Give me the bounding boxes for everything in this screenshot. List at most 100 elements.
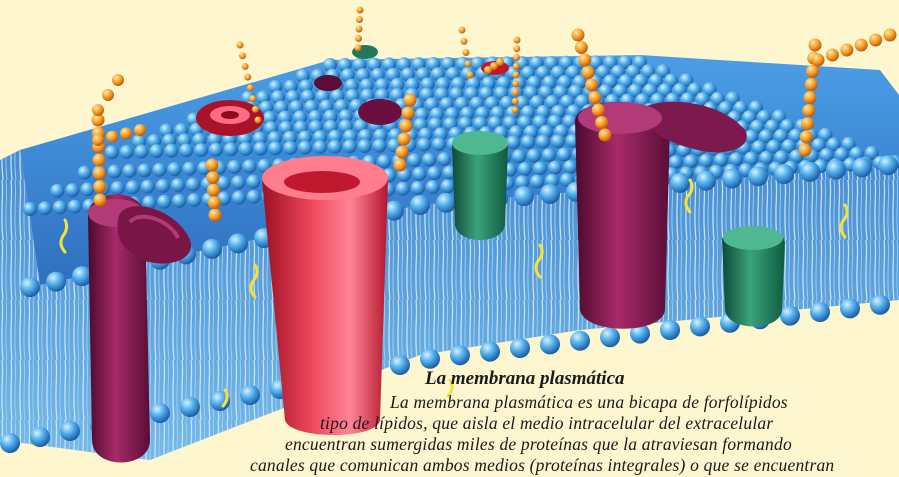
lipid-head — [194, 143, 208, 157]
sugar-unit — [252, 106, 259, 113]
lipid-head — [328, 140, 342, 154]
lipid-head — [396, 182, 410, 196]
lipid-head — [50, 184, 64, 198]
sugar-unit — [255, 117, 262, 124]
lipid-head — [242, 159, 256, 173]
sugar-unit — [249, 95, 256, 102]
caption-block: La membrana plasmática La membrana plasm… — [250, 368, 899, 477]
sugar-unit — [94, 194, 107, 207]
sugar-unit — [512, 80, 519, 87]
lipid-head — [105, 145, 119, 159]
lipid-head — [150, 403, 170, 423]
lipid-head — [80, 182, 94, 196]
lipid-head — [253, 142, 267, 156]
lipid-head — [65, 183, 79, 197]
lipid-head — [800, 162, 820, 182]
lipid-head — [60, 421, 80, 441]
lipid-head — [126, 180, 140, 194]
sugar-unit — [799, 144, 812, 157]
lipid-head — [514, 186, 534, 206]
lipid-head — [186, 178, 200, 192]
lipid-head — [224, 142, 238, 156]
lipid-head — [774, 164, 794, 184]
lipid-head — [46, 272, 66, 292]
lipid-head — [480, 342, 500, 362]
lipid-head — [231, 175, 245, 189]
lipid-head — [30, 427, 50, 447]
lipid-head — [313, 140, 327, 154]
sugar-unit — [513, 63, 520, 70]
sugar-unit — [355, 45, 362, 52]
sugar-unit — [102, 89, 114, 101]
sugar-unit — [800, 130, 813, 143]
sugar-unit — [459, 27, 466, 34]
lipid-head — [551, 134, 565, 148]
lipid-head — [167, 162, 181, 176]
sugar-unit — [237, 42, 244, 49]
sugar-unit — [884, 29, 897, 42]
sugar-unit — [206, 159, 219, 172]
sugar-unit — [575, 41, 588, 54]
sugar-unit — [206, 171, 219, 184]
sugar-unit — [134, 124, 146, 136]
lipid-head — [187, 193, 201, 207]
lipid-head — [202, 239, 222, 259]
lipid-head — [530, 174, 544, 188]
lipid-head — [426, 180, 440, 194]
lipid-head — [722, 168, 742, 188]
lipid-head — [343, 139, 357, 153]
lipid-head — [518, 162, 532, 176]
lipid-head — [246, 175, 260, 189]
sugar-unit — [599, 129, 612, 142]
lipid-head — [358, 139, 372, 153]
lipid-head — [870, 295, 890, 315]
sugar-unit — [92, 134, 104, 146]
lipid-head — [696, 171, 716, 191]
lipid-head — [527, 149, 541, 163]
sugar-unit — [512, 107, 519, 114]
lipid-head — [372, 139, 386, 153]
sugar-unit — [812, 54, 825, 67]
lipid-head — [684, 154, 698, 168]
sugar-unit — [394, 159, 407, 172]
lipid-head — [540, 334, 560, 354]
lipid-head — [182, 162, 196, 176]
lipid-head — [38, 201, 52, 215]
lipid-head — [377, 154, 391, 168]
lipid-head — [690, 316, 710, 336]
sugar-unit — [93, 154, 106, 167]
sugar-unit — [588, 91, 601, 104]
lipid-head — [108, 165, 122, 179]
lipid-head — [172, 194, 186, 208]
caption-line-2: tipo de lípidos, que aisla el medio intr… — [320, 413, 773, 434]
lipid-head — [540, 184, 560, 204]
sugar-unit — [869, 34, 882, 47]
lipid-head — [412, 167, 426, 181]
lipid-head — [810, 302, 830, 322]
lipid-head — [137, 163, 151, 177]
lipid-head — [670, 173, 690, 193]
sugar-unit — [356, 26, 363, 33]
caption-line-4: canales que comunican ambos medios (prot… — [250, 455, 834, 476]
lipid-head — [536, 135, 550, 149]
sugar-unit — [513, 54, 520, 61]
lipid-head — [748, 166, 768, 186]
lipid-head — [557, 148, 571, 162]
lipid-head — [600, 327, 620, 347]
lipid-head — [239, 142, 253, 156]
lipid-head — [420, 349, 440, 369]
sugar-unit — [404, 94, 417, 107]
lipid-head — [510, 338, 530, 358]
sugar-unit — [209, 209, 222, 222]
lipid-head — [542, 148, 556, 162]
sugar-unit — [398, 133, 411, 146]
lipid-head — [53, 200, 67, 214]
lipid-head — [179, 143, 193, 157]
sugar-unit — [809, 39, 822, 52]
lipid-head — [164, 144, 178, 158]
lipid-head — [878, 155, 898, 175]
sugar-unit — [840, 44, 853, 57]
lipid-head — [0, 433, 20, 453]
sugar-unit — [400, 120, 413, 133]
lipid-head — [450, 345, 470, 365]
